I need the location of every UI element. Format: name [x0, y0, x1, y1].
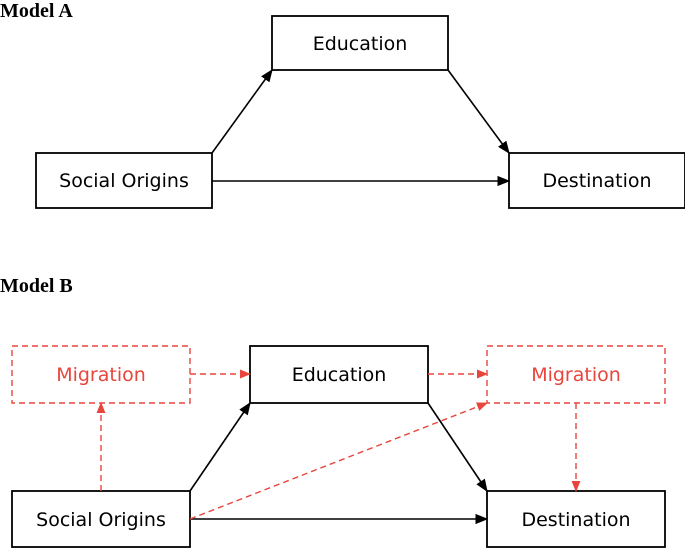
model-a-destination-box	[508, 152, 685, 209]
model-a-education-label: Education	[313, 33, 408, 55]
model-b-social-origins-box	[11, 490, 191, 548]
model-b-arrow-origins-to-migration-right	[189, 402, 489, 520]
model-b-destination-box	[486, 490, 666, 548]
model-b-destination-label: Destination	[521, 509, 630, 531]
model-a-social-origins-label: Social Origins	[59, 170, 189, 192]
model-b-migration-left-label: Migration	[56, 364, 146, 386]
model-b-migration-right-box	[486, 345, 666, 404]
model-b-arrow-education-to-destination	[427, 402, 488, 493]
model-a-arrow-origins-to-education	[211, 68, 273, 154]
model-a-arrow-education-to-destination	[447, 69, 510, 155]
model-b-migration-left-box	[11, 345, 191, 404]
model-b-education-box	[249, 345, 429, 404]
model-a-title: Model A	[0, 0, 73, 22]
model-b-arrow-origins-to-education	[189, 401, 251, 492]
model-a-diagram: Education Social Origins Destination	[35, 15, 685, 209]
model-a-education-box	[271, 15, 449, 71]
model-b-social-origins-label: Social Origins	[36, 509, 166, 531]
model-a-destination-label: Destination	[542, 170, 651, 192]
model-b-migration-right-label: Migration	[531, 364, 621, 386]
model-b-diagram: Migration Education Migration Social Ori…	[11, 345, 666, 548]
model-b-education-label: Education	[292, 364, 387, 386]
model-b-title: Model B	[0, 275, 73, 297]
